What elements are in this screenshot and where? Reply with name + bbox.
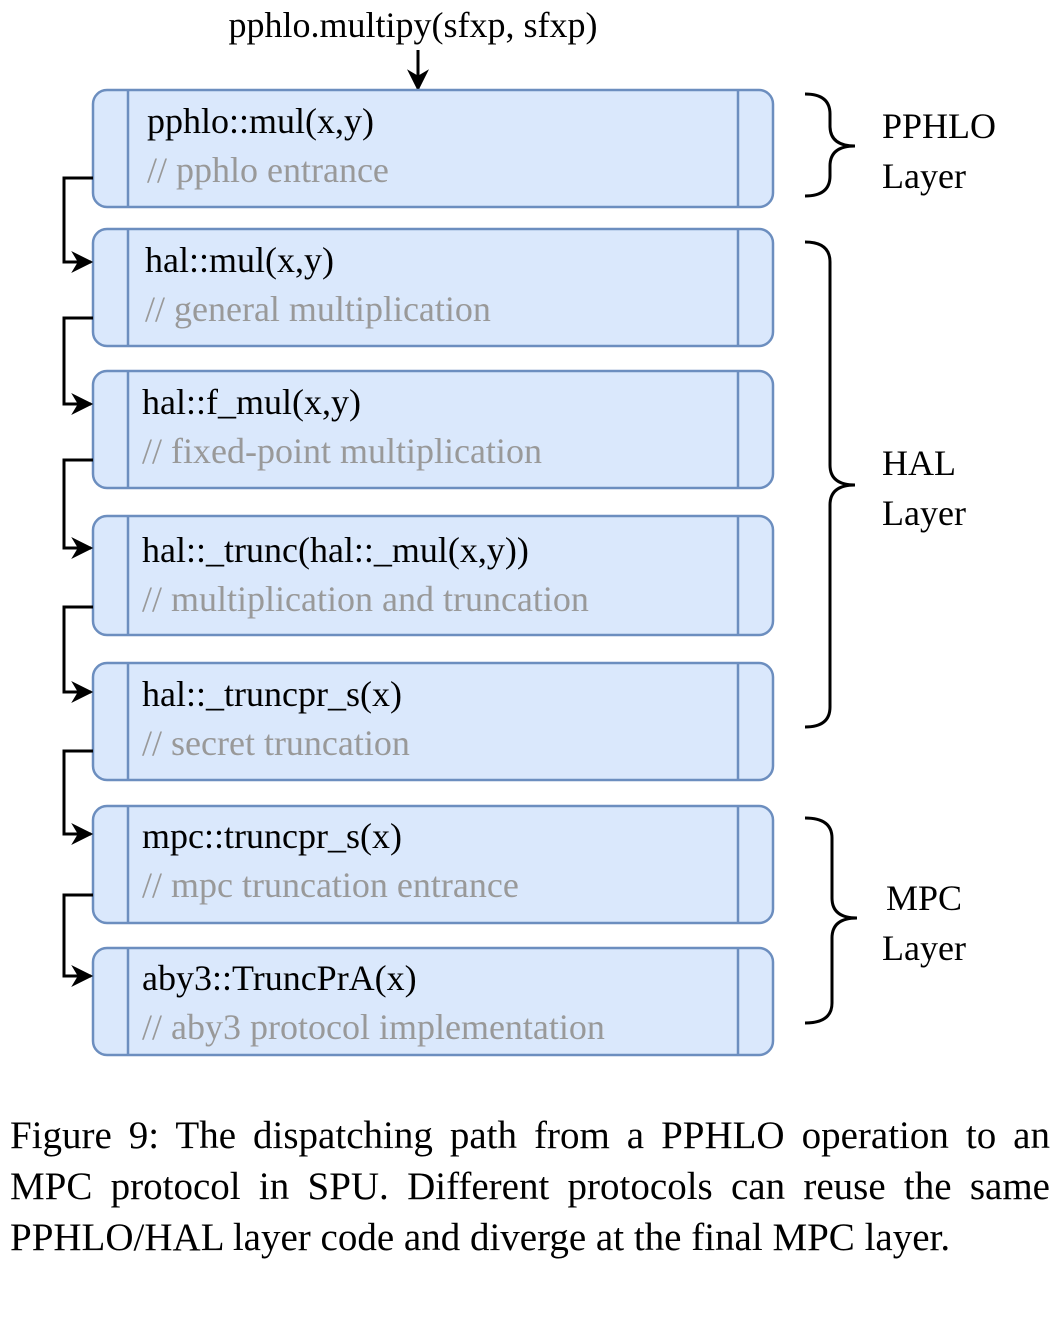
connector-arrow <box>62 176 94 273</box>
brace-hal-layer <box>804 240 856 729</box>
connector-arrow <box>62 316 94 415</box>
box-signature: hal::mul(x,y) <box>145 240 334 280</box>
dispatch-connectors <box>62 176 94 987</box>
layer-label-pphlo-line1: PPHLO <box>882 106 996 146</box>
process-box-hal-mul: hal::mul(x,y) // general multiplication <box>91 227 775 348</box>
box-comment: // pphlo entrance <box>147 150 389 190</box>
layer-label-mpc-line2: Layer <box>882 928 966 968</box>
process-box-hal-trunc-mul: hal::_trunc(hal::_mul(x,y)) // multiplic… <box>91 514 775 637</box>
connector-arrow <box>62 893 94 987</box>
box-signature: hal::_truncpr_s(x) <box>142 674 402 714</box>
box-signature: pphlo::mul(x,y) <box>147 101 374 141</box>
dispatch-path-diagram: pphlo.multipy(sfxp, sfxp) pphlo::mul(x,y… <box>62 5 996 1057</box>
process-box-aby3-truncpra: aby3::TruncPrA(x) // aby3 protocol imple… <box>91 946 775 1057</box>
process-box-hal-truncpr-s: hal::_truncpr_s(x) // secret truncation <box>91 661 775 782</box>
layer-label-mpc-line1: MPC <box>886 878 962 918</box>
brace-mpc-layer <box>804 816 858 1025</box>
process-box-mpc-truncpr-s: mpc::truncpr_s(x) // mpc truncation entr… <box>91 804 775 925</box>
box-comment: // multiplication and truncation <box>142 579 589 619</box>
process-box-pphlo-mul: pphlo::mul(x,y) // pphlo entrance <box>91 88 775 209</box>
layer-label-hal-line2: Layer <box>882 493 966 533</box>
process-box-hal-f-mul: hal::f_mul(x,y) // fixed-point multiplic… <box>91 369 775 490</box>
box-signature: aby3::TruncPrA(x) <box>142 958 417 998</box>
box-comment: // fixed-point multiplication <box>142 431 542 471</box>
box-signature: hal::f_mul(x,y) <box>142 382 361 422</box>
box-comment: // aby3 protocol implementation <box>142 1007 605 1047</box>
figure-caption: Figure 9: The dispatching path from a PP… <box>10 1114 1050 1259</box>
box-comment: // general multiplication <box>145 289 491 329</box>
box-comment: // mpc truncation entrance <box>142 865 519 905</box>
box-signature: hal::_trunc(hal::_mul(x,y)) <box>142 530 529 570</box>
layer-label-hal-line1: HAL <box>882 443 956 483</box>
connector-arrow <box>62 605 94 703</box>
box-signature: mpc::truncpr_s(x) <box>142 816 402 856</box>
connector-arrow <box>62 749 94 845</box>
layer-braces <box>804 92 858 1025</box>
box-comment: // secret truncation <box>142 723 410 763</box>
brace-pphlo-layer <box>804 92 856 198</box>
entry-call-label: pphlo.multipy(sfxp, sfxp) <box>229 5 598 45</box>
layer-label-pphlo-line2: Layer <box>882 156 966 196</box>
connector-arrow <box>62 458 94 559</box>
